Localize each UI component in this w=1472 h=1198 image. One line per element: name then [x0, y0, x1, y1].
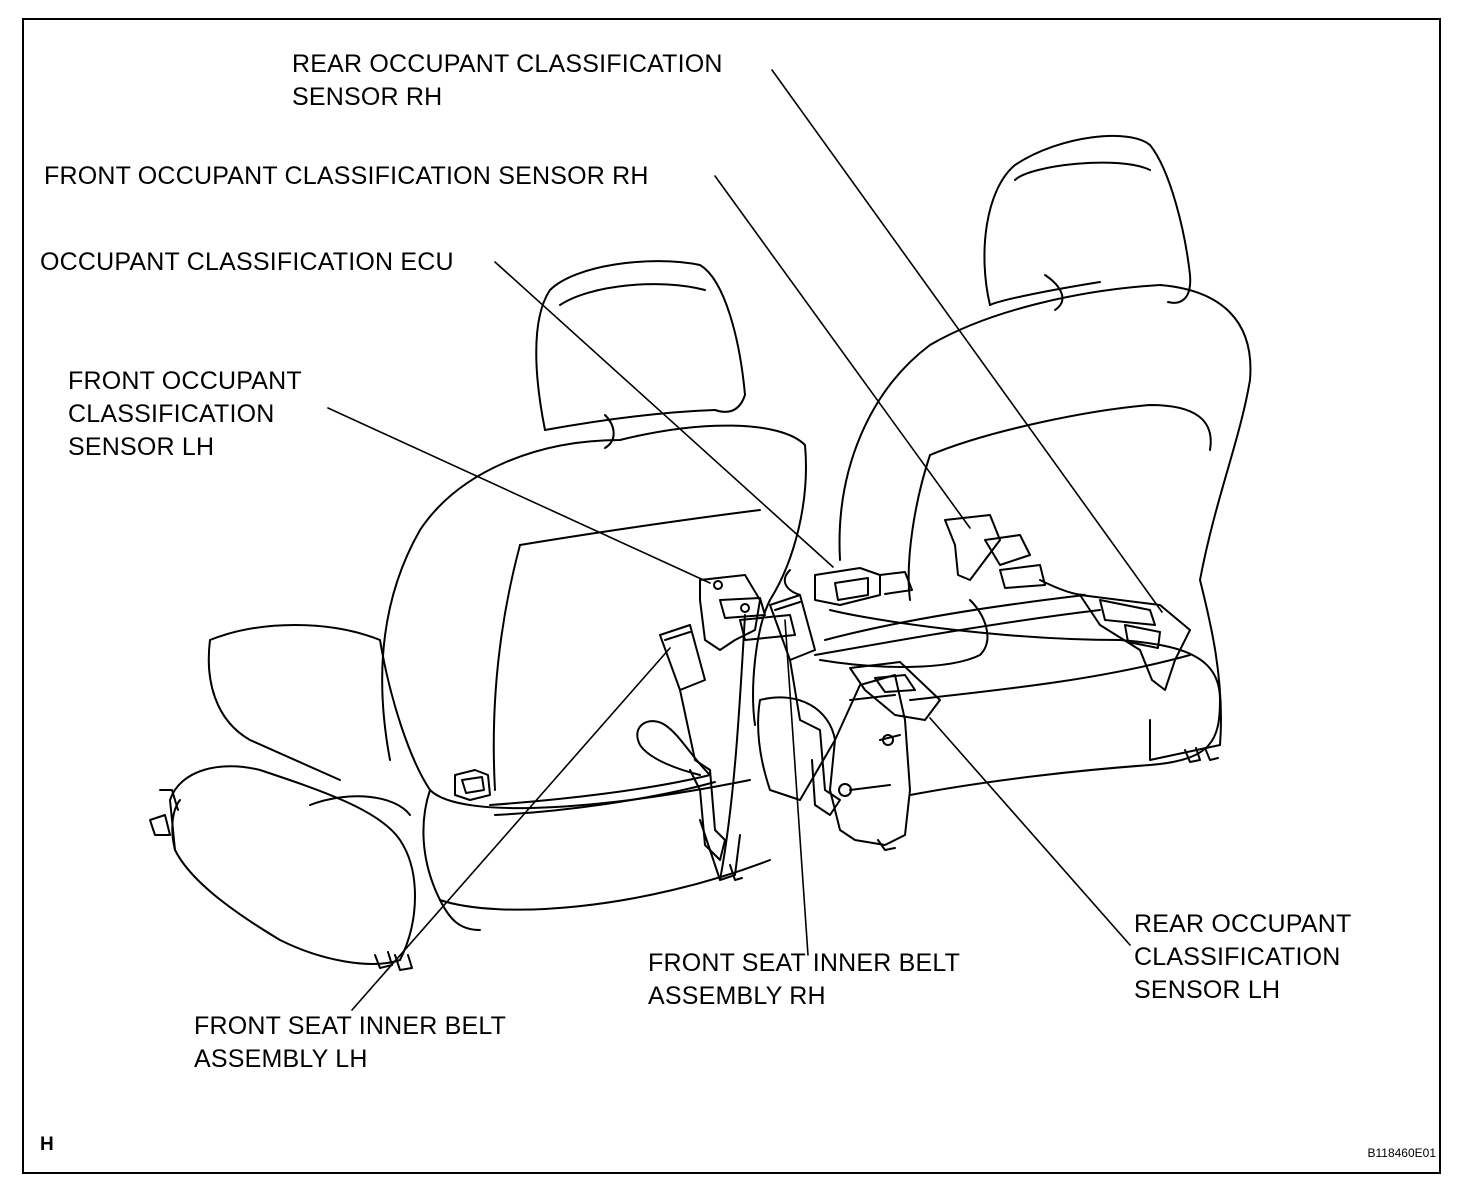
label-front-occupant-classification-sensor-lh: FRONT OCCUPANT CLASSIFICATION SENSOR LH	[68, 365, 302, 464]
label-line: CLASSIFICATION	[68, 400, 275, 428]
label-line: SENSOR LH	[68, 433, 215, 461]
right-base-bracket	[829, 674, 911, 846]
figure-frame	[22, 18, 1441, 1174]
label-rear-occupant-classification-sensor-lh: REAR OCCUPANT CLASSIFICATION SENSOR LH	[1134, 908, 1351, 1007]
right-seat	[783, 134, 1252, 851]
label-front-occupant-classification-sensor-rh: FRONT OCCUPANT CLASSIFICATION SENSOR RH	[44, 160, 649, 193]
left-cushion	[209, 624, 751, 810]
rear-rh-sensor-bracket	[944, 514, 1001, 581]
label-line: OCCUPANT CLASSIFICATION ECU	[40, 248, 454, 276]
left-seat-front-bolster	[169, 765, 416, 965]
label-rear-occupant-classification-sensor-rh: REAR OCCUPANT CLASSIFICATION SENSOR RH	[292, 48, 723, 114]
front-rh-sensor-bracket	[849, 661, 941, 721]
label-line: SENSOR RH	[292, 83, 443, 111]
figure-code: B118460E01	[1367, 1146, 1436, 1160]
corner-mark: H	[40, 1134, 54, 1155]
label-line: FRONT SEAT INNER BELT	[648, 949, 961, 977]
label-front-seat-inner-belt-assembly-lh: FRONT SEAT INNER BELT ASSEMBLY LH	[194, 1010, 506, 1076]
right-cushion	[829, 609, 1221, 796]
right-belt-buckle	[769, 594, 816, 661]
left-seatback	[381, 424, 807, 761]
ecu-body	[814, 567, 881, 606]
label-line: REAR OCCUPANT	[1134, 910, 1352, 938]
right-seatback	[838, 284, 1252, 581]
left-front-lower-panel	[757, 696, 836, 801]
label-line: FRONT SEAT INNER BELT	[194, 1012, 507, 1040]
left-connector	[454, 769, 491, 801]
left-seat	[149, 260, 841, 971]
left-belt-buckle	[659, 624, 706, 691]
leader-belt-rh	[784, 619, 809, 956]
right-headrest	[983, 134, 1192, 306]
label-line: SENSOR LH	[1134, 976, 1281, 1004]
leader-front-sensor-rh	[714, 175, 971, 529]
left-harness	[489, 774, 716, 816]
label-line: FRONT OCCUPANT	[68, 367, 302, 395]
front-lh-sensor-bracket	[699, 574, 761, 651]
label-line: ASSEMBLY RH	[648, 982, 826, 1010]
label-line: FRONT OCCUPANT CLASSIFICATION SENSOR RH	[44, 162, 649, 190]
label-front-seat-inner-belt-assembly-rh: FRONT SEAT INNER BELT ASSEMBLY RH	[648, 947, 960, 1013]
rear-lh-sensor-bracket	[1079, 594, 1191, 691]
leader-ecu	[494, 261, 834, 568]
leader-rear-sensor-rh	[771, 69, 1163, 613]
leader-front-sensor-lh	[327, 407, 711, 584]
left-headrest	[535, 260, 746, 431]
label-line: ASSEMBLY LH	[194, 1045, 368, 1073]
label-line: REAR OCCUPANT CLASSIFICATION	[292, 50, 723, 78]
leader-rear-sensor-lh	[929, 717, 1131, 946]
leader-lines	[327, 69, 1163, 1011]
label-line: CLASSIFICATION	[1134, 943, 1341, 971]
right-harness	[824, 579, 1086, 641]
leader-belt-lh	[351, 647, 671, 1011]
label-occupant-classification-ecu: OCCUPANT CLASSIFICATION ECU	[40, 246, 454, 279]
